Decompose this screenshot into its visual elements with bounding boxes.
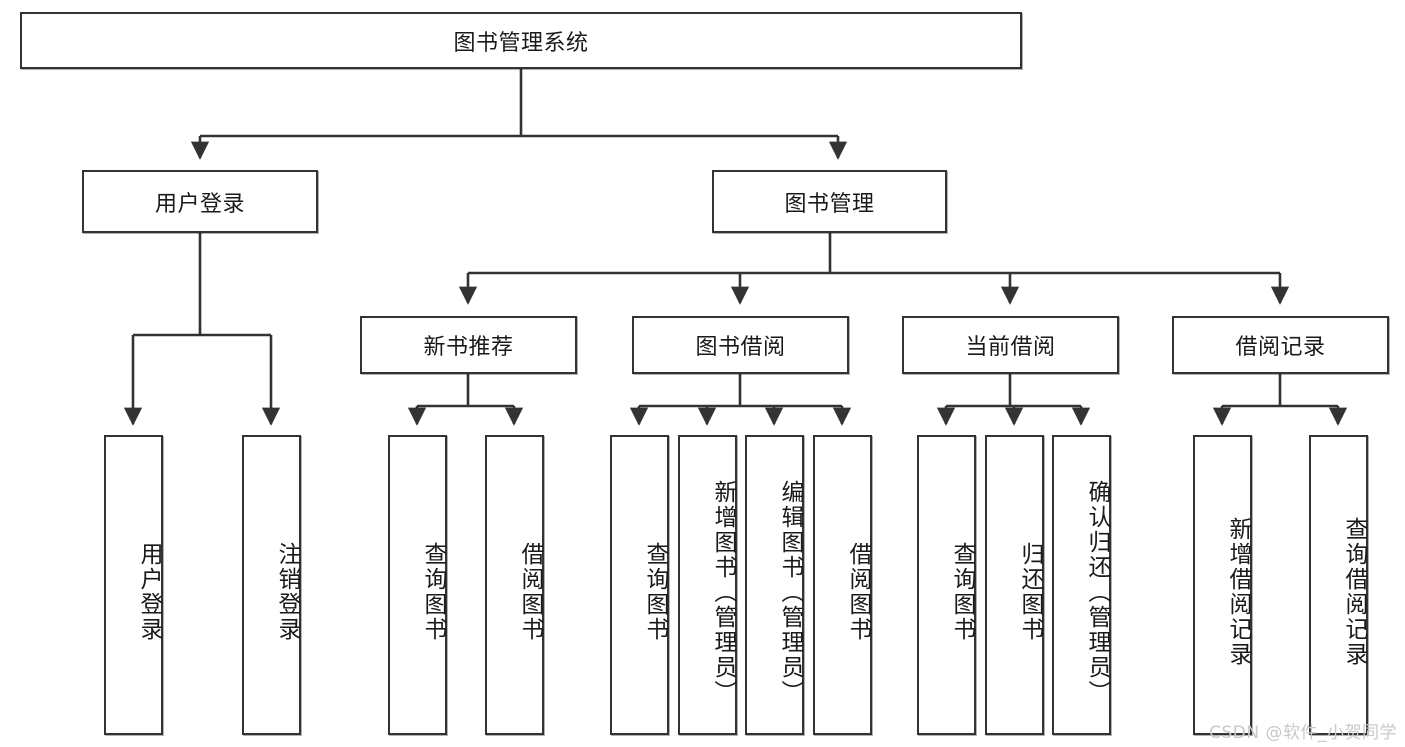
leaf-book-borrow-borrow[interactable]: 借阅图书 (813, 435, 872, 735)
leaf-new-book-query[interactable]: 查询图书 (388, 435, 447, 735)
leaf-current-borrow-confirm[interactable]: 确认归还（管理员） (1052, 435, 1111, 735)
leaf-book-borrow-query[interactable]: 查询图书 (610, 435, 669, 735)
leaf-current-borrow-query[interactable]: 查询图书 (917, 435, 976, 735)
leaf-borrow-record-add[interactable]: 新增借阅记录 (1193, 435, 1252, 735)
node-label: 查询借阅记录 (1341, 517, 1367, 667)
node-label: 图书管理 (784, 191, 875, 217)
node-book-management[interactable]: 图书管理 (712, 170, 947, 233)
node-new-book-recommend[interactable]: 新书推荐 (360, 316, 577, 374)
node-label: 借阅图书 (845, 542, 871, 642)
node-book-borrow[interactable]: 图书借阅 (632, 316, 849, 374)
node-label: 查询图书 (949, 542, 975, 642)
node-label: 图书管理系统 (453, 30, 589, 56)
node-label: 用户登录 (154, 191, 245, 217)
leaf-new-book-borrow[interactable]: 借阅图书 (485, 435, 544, 735)
node-label: 用户登录 (136, 542, 162, 642)
node-current-borrow[interactable]: 当前借阅 (902, 316, 1119, 374)
node-label: 归还图书 (1017, 542, 1043, 642)
leaf-borrow-record-query[interactable]: 查询借阅记录 (1309, 435, 1368, 735)
node-label: 注销登录 (274, 542, 300, 642)
node-borrow-record[interactable]: 借阅记录 (1172, 316, 1389, 374)
node-label: 图书借阅 (695, 335, 786, 360)
leaf-book-borrow-add[interactable]: 新增图书（管理员） (678, 435, 737, 735)
leaf-user-login-logout[interactable]: 注销登录 (242, 435, 301, 735)
node-label: 确认归还（管理员） (1084, 479, 1110, 705)
leaf-current-borrow-return[interactable]: 归还图书 (985, 435, 1044, 735)
node-label: 借阅图书 (517, 542, 543, 642)
node-label: 查询图书 (642, 542, 668, 642)
node-label: 新增借阅记录 (1225, 517, 1251, 667)
node-label: 查询图书 (420, 542, 446, 642)
node-user-login[interactable]: 用户登录 (82, 170, 318, 233)
csdn-watermark: CSDN @软件_小贺同学 (1209, 723, 1397, 743)
node-label: 借阅记录 (1235, 335, 1326, 360)
node-label: 新书推荐 (423, 335, 514, 360)
leaf-book-borrow-edit[interactable]: 编辑图书（管理员） (745, 435, 804, 735)
node-label: 编辑图书（管理员） (777, 479, 803, 705)
node-root-system[interactable]: 图书管理系统 (20, 12, 1022, 69)
node-label: 新增图书（管理员） (710, 479, 736, 705)
node-label: 当前借阅 (965, 335, 1056, 360)
leaf-user-login-login[interactable]: 用户登录 (104, 435, 163, 735)
